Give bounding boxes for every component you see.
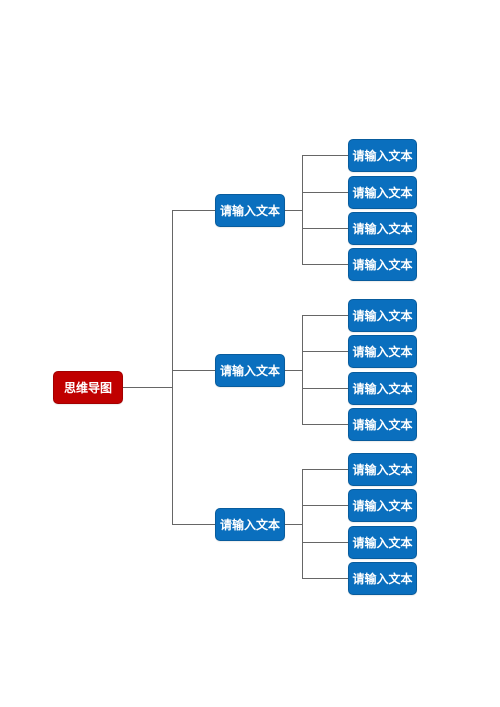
leaf-node-label: 请输入文本 (352, 149, 413, 163)
leaf-node-1-2[interactable]: 请输入文本 (348, 176, 417, 209)
leaf-node-label: 请输入文本 (352, 499, 413, 513)
connector-branch-2-out (285, 370, 303, 371)
connector-leaf-3-4 (302, 578, 348, 579)
leaf-node-label: 请输入文本 (352, 345, 413, 359)
leaf-node-2-3[interactable]: 请输入文本 (348, 372, 417, 405)
connector-leaf-1-3 (302, 228, 348, 229)
connector-branch-1-spine (302, 155, 303, 265)
connector-branch-2 (172, 370, 215, 371)
leaf-node-label: 请输入文本 (352, 418, 413, 432)
leaf-node-2-2[interactable]: 请输入文本 (348, 335, 417, 368)
leaf-node-2-4[interactable]: 请输入文本 (348, 408, 417, 441)
branch-node-label: 请输入文本 (219, 204, 280, 218)
connector-branch-3-spine (302, 469, 303, 579)
connector-leaf-2-4 (302, 424, 348, 425)
connector-leaf-2-2 (302, 351, 348, 352)
connector-leaf-3-1 (302, 469, 348, 470)
leaf-node-3-1[interactable]: 请输入文本 (348, 453, 417, 486)
leaf-node-label: 请输入文本 (352, 382, 413, 396)
connector-branch-1-out (285, 210, 303, 211)
connector-leaf-1-2 (302, 192, 348, 193)
leaf-node-label: 请输入文本 (352, 186, 413, 200)
root-node-label: 思维导图 (63, 381, 112, 395)
leaf-node-label: 请输入文本 (352, 463, 413, 477)
connector-root (123, 387, 173, 388)
branch-node-1[interactable]: 请输入文本 (215, 194, 285, 227)
connector-branch-3 (172, 524, 215, 525)
leaf-node-label: 请输入文本 (352, 258, 413, 272)
leaf-node-label: 请输入文本 (352, 536, 413, 550)
leaf-node-2-1[interactable]: 请输入文本 (348, 299, 417, 332)
leaf-node-3-4[interactable]: 请输入文本 (348, 562, 417, 595)
connector-branch-spine (172, 210, 173, 524)
leaf-node-label: 请输入文本 (352, 309, 413, 323)
branch-node-label: 请输入文本 (219, 364, 280, 378)
leaf-node-label: 请输入文本 (352, 572, 413, 586)
connector-branch-2-spine (302, 315, 303, 425)
connector-leaf-2-1 (302, 315, 348, 316)
leaf-node-3-3[interactable]: 请输入文本 (348, 526, 417, 559)
leaf-node-1-3[interactable]: 请输入文本 (348, 212, 417, 245)
connector-leaf-2-3 (302, 388, 348, 389)
connector-leaf-1-4 (302, 264, 348, 265)
branch-node-label: 请输入文本 (219, 518, 280, 532)
connector-branch-3-out (285, 524, 303, 525)
connector-branch-1 (172, 210, 215, 211)
root-node[interactable]: 思维导图 (53, 371, 123, 404)
branch-node-2[interactable]: 请输入文本 (215, 354, 285, 387)
branch-node-3[interactable]: 请输入文本 (215, 508, 285, 541)
connector-leaf-3-2 (302, 505, 348, 506)
connector-leaf-3-3 (302, 542, 348, 543)
leaf-node-label: 请输入文本 (352, 222, 413, 236)
leaf-node-1-1[interactable]: 请输入文本 (348, 139, 417, 172)
leaf-node-3-2[interactable]: 请输入文本 (348, 489, 417, 522)
connector-leaf-1-1 (302, 155, 348, 156)
leaf-node-1-4[interactable]: 请输入文本 (348, 248, 417, 281)
